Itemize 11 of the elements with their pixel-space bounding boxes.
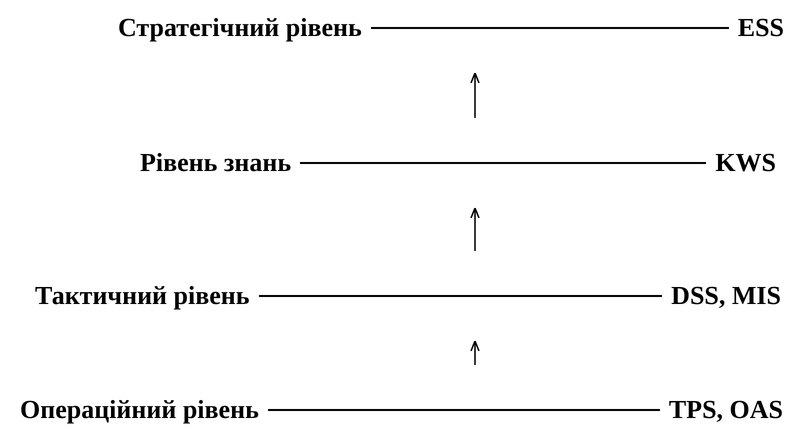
system-types: ESS <box>738 13 784 43</box>
arrow <box>470 207 480 251</box>
system-types: DSS, MIS <box>671 281 781 311</box>
level-name: Стратегічний рівень <box>118 13 362 43</box>
level-name: Операційний рівень <box>20 395 259 425</box>
arrow <box>470 72 480 118</box>
level-name: Рівень знань <box>140 148 292 178</box>
arrow <box>470 340 480 365</box>
level-name: Тактичний рівень <box>35 281 250 311</box>
system-types: TPS, OAS <box>668 395 783 425</box>
system-types: KWS <box>715 148 776 178</box>
